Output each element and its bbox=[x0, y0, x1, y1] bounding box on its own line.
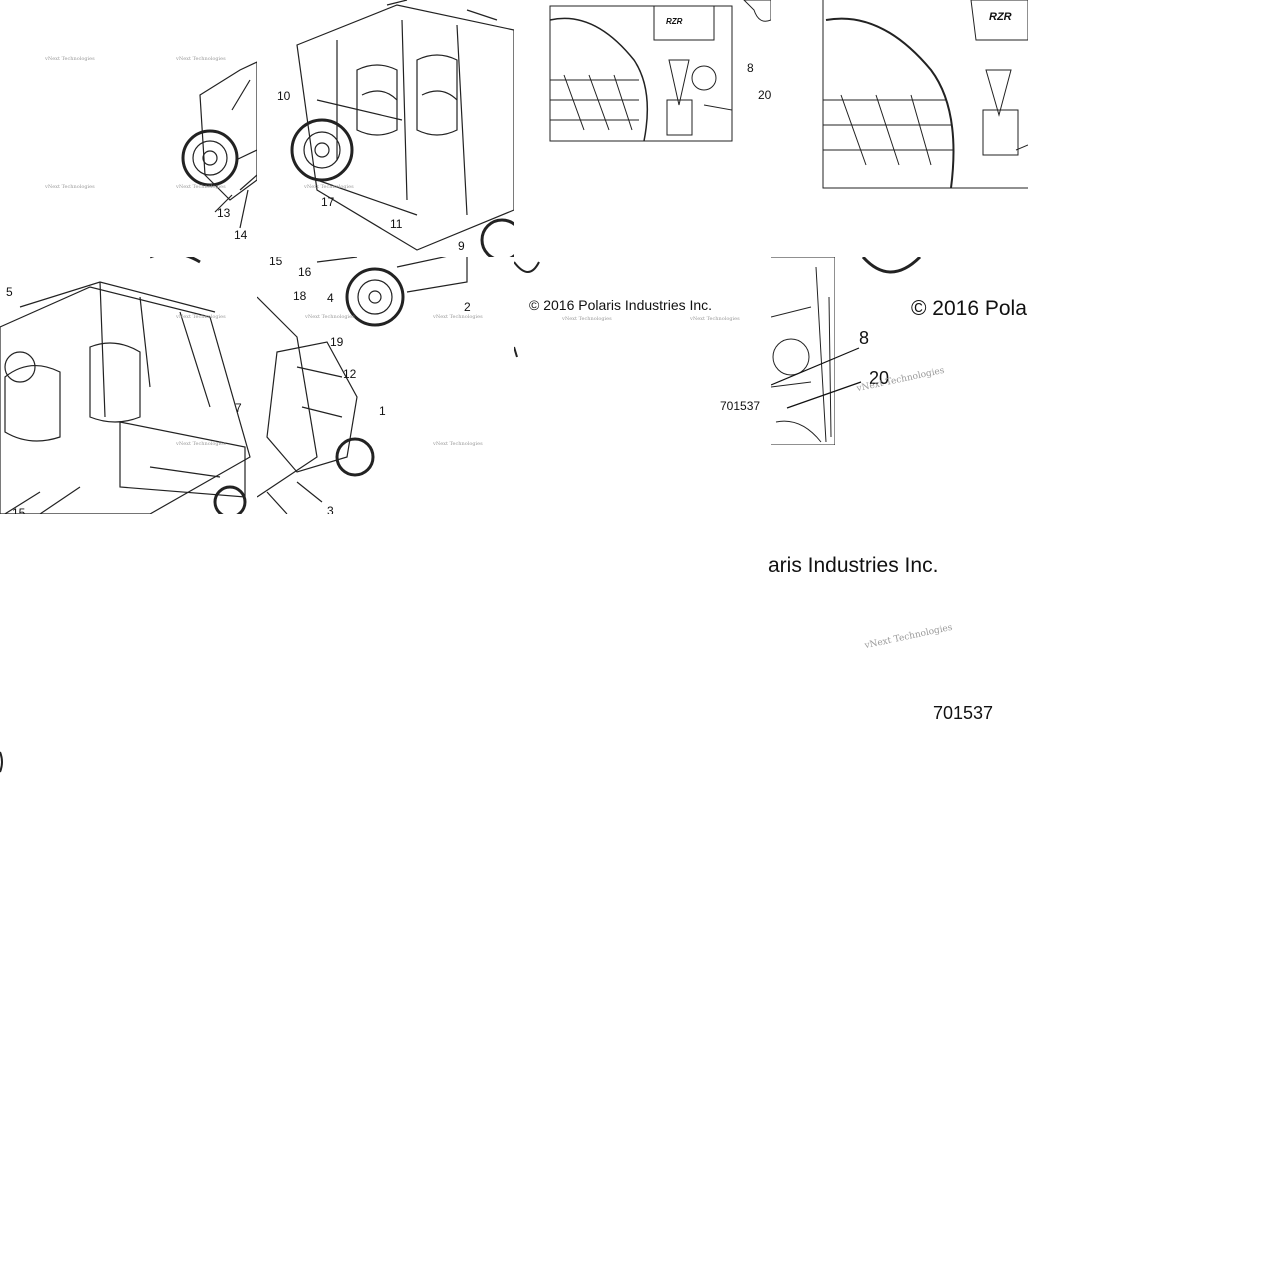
callout-4: 4 bbox=[327, 291, 334, 305]
part-number-large: 701537 bbox=[933, 703, 994, 723]
dash-detail-tile bbox=[771, 257, 835, 445]
copyright-tail-text: aris Industries Inc. bbox=[768, 554, 939, 577]
vehicle-top-view-tile: 10 17 11 9 vNext Technologies bbox=[257, 0, 514, 257]
callout-17: 17 bbox=[321, 195, 335, 209]
copyright-text: © 2016 Polaris Industries Inc. bbox=[529, 297, 713, 313]
callout-2: 2 bbox=[464, 300, 471, 314]
callout-10: 10 bbox=[277, 89, 291, 103]
callout-15: 15 bbox=[12, 506, 26, 514]
dash-closeup-small-tile: RZR 8 20 bbox=[514, 0, 771, 257]
dash-closeup-large-drawing bbox=[822, 0, 1028, 189]
callout-8-large: 8 bbox=[859, 328, 870, 348]
watermark-text: vNext Technologies bbox=[690, 316, 740, 322]
edge-fragment bbox=[0, 751, 3, 773]
wheel-fragment-drawing bbox=[514, 261, 540, 358]
leader-lines bbox=[771, 347, 862, 409]
watermark-text: vNext Technologies bbox=[304, 184, 354, 190]
vehicle-side-view-drawing bbox=[181, 61, 257, 229]
vehicle-top-view-drawing bbox=[290, 0, 514, 257]
copyright-large-partial: © 2016 Pola bbox=[911, 297, 1027, 320]
vehicle-rear-view-drawing bbox=[0, 257, 251, 514]
callout-20-large: 20 bbox=[869, 368, 890, 388]
callout-9: 9 bbox=[458, 239, 465, 253]
callout-1: 1 bbox=[379, 404, 386, 418]
wheel-fragment-drawing bbox=[861, 257, 922, 274]
callout-7: 7 bbox=[235, 401, 242, 415]
callout-16: 16 bbox=[298, 265, 312, 279]
vehicle-rear-view-tile: 5 7 15 vNext Technologies vNext Technolo… bbox=[0, 257, 257, 514]
callout-15: 15 bbox=[269, 257, 283, 268]
rzr-badge: RZR bbox=[989, 11, 1012, 23]
dash-closeup-large-tile: RZR bbox=[771, 0, 1028, 257]
callout-19: 19 bbox=[330, 335, 344, 349]
watermark-text: vNext Technologies bbox=[433, 314, 483, 320]
watermark-text: vNext Technologies bbox=[433, 441, 483, 447]
watermark-text: vNext Technologies bbox=[45, 184, 95, 190]
callout-5: 5 bbox=[6, 285, 13, 299]
callout-12: 12 bbox=[343, 367, 357, 381]
watermark-text: vNext Technologies bbox=[176, 314, 226, 320]
vehicle-front-view-tile: 15 16 6 18 4 2 19 12 1 3 vNext Technolog… bbox=[257, 257, 514, 514]
callout-18: 18 bbox=[293, 289, 307, 303]
callout-11: 11 bbox=[390, 217, 403, 231]
dash-closeup-small-drawing bbox=[549, 0, 771, 142]
callout-8: 8 bbox=[747, 61, 754, 75]
callout-13: 13 bbox=[217, 206, 231, 220]
copyright-small-tile: © 2016 Polaris Industries Inc. 701537 vN… bbox=[514, 257, 771, 514]
watermark-text: vNext Technologies bbox=[176, 56, 226, 62]
watermark-text: vNext Technologies bbox=[45, 56, 95, 62]
watermark-text: vNext Technologies bbox=[562, 316, 612, 322]
callout-3: 3 bbox=[327, 504, 334, 514]
dash-detail-drawing bbox=[771, 257, 835, 445]
watermark-text: vNext Technologies bbox=[176, 184, 226, 190]
vehicle-side-view-tile: 13 14 vNext Technologies vNext Technolog… bbox=[0, 0, 257, 257]
part-number: 701537 bbox=[720, 399, 761, 413]
watermark-text: vNext Technologies bbox=[863, 622, 954, 652]
vehicle-front-view-drawing bbox=[257, 257, 468, 514]
rzr-badge: RZR bbox=[666, 17, 683, 26]
watermark-text: vNext Technologies bbox=[305, 314, 355, 320]
callout-20: 20 bbox=[758, 88, 771, 102]
callout-14: 14 bbox=[234, 228, 248, 242]
watermark-text: vNext Technologies bbox=[176, 441, 226, 447]
dash-zoom-region bbox=[835, 257, 1028, 445]
